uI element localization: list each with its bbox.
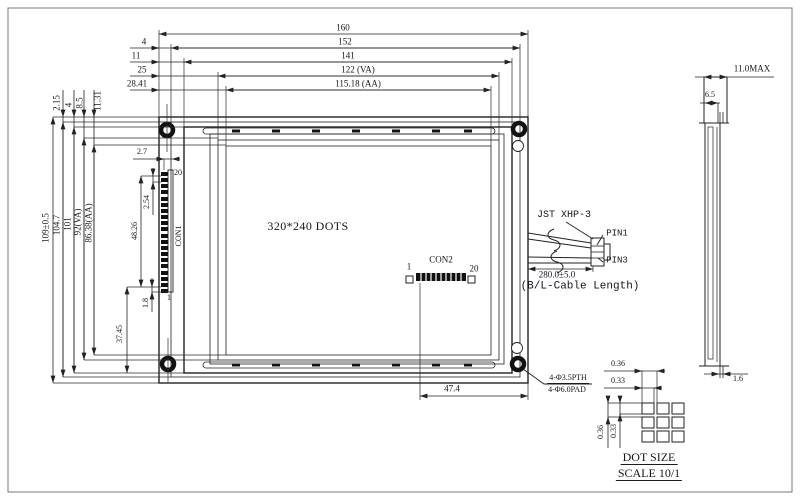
dim-width-aa: 115.18 (AA) bbox=[335, 78, 381, 89]
dim-width-152: 152 bbox=[338, 36, 352, 47]
dimension-lines bbox=[50, 31, 594, 399]
dim-width-va: 122 (VA) bbox=[341, 64, 375, 75]
viewing-area-outline bbox=[217, 139, 500, 361]
active-area-outline bbox=[225, 145, 492, 356]
dim-offset-25: 25 bbox=[137, 64, 147, 75]
side-body bbox=[704, 122, 721, 367]
dim-con1-top-gap: 2.7 bbox=[137, 147, 147, 156]
side-view bbox=[695, 74, 774, 378]
dim-offset-11: 11 bbox=[131, 50, 141, 61]
cable-length-note: (B/L-Cable Length) bbox=[520, 280, 640, 293]
con2-pin20-pad bbox=[467, 275, 476, 284]
dim-height-total: 109±0.5 bbox=[40, 213, 51, 243]
bezel-slot-tabs bbox=[232, 129, 472, 367]
pcb-outline bbox=[158, 116, 529, 384]
dim-con2-to-edge: 47.4 bbox=[444, 383, 460, 394]
con2-pin20-label: 20 bbox=[469, 263, 479, 274]
pad-hole-top-right bbox=[512, 140, 524, 152]
dim-voffset-11-31: 11.31 bbox=[92, 91, 103, 111]
dim-offset-28-41: 28.41 bbox=[126, 78, 148, 89]
dim-height-101: 101 bbox=[62, 217, 73, 231]
con2-pin1-pad bbox=[405, 275, 414, 284]
display-resolution-label: 320*240 DOTS bbox=[267, 219, 349, 233]
dim-side-max-thickness: 11.0MAX bbox=[733, 63, 771, 74]
mounting-note-line2: 4-Φ6.0PAD bbox=[548, 385, 586, 394]
leader-lines bbox=[522, 221, 604, 385]
dim-cable-length: 280.0±5.0 bbox=[538, 269, 576, 280]
dim-width-total: 160 bbox=[336, 22, 350, 33]
con2-connector bbox=[405, 273, 476, 284]
dim-dot-h-pitch: 0.36 bbox=[611, 359, 625, 368]
bezel-bottom-slot bbox=[202, 361, 496, 369]
dim-dot-v-pitch: 0.36 bbox=[596, 425, 605, 439]
mounting-hole-bottom-right bbox=[509, 355, 527, 373]
con1-pin20-label: 20 bbox=[174, 168, 182, 177]
dim-voffset-2-15: 2.15 bbox=[51, 95, 62, 111]
dot-size-scale: SCALE 10/1 bbox=[615, 466, 683, 481]
dot-size-detail bbox=[604, 368, 685, 448]
con1-pin1-label: 1 bbox=[167, 293, 171, 302]
dim-side-front-depth: 6.5 bbox=[705, 90, 715, 99]
backlight-cable bbox=[527, 228, 611, 274]
con1-label: CON1 bbox=[174, 225, 183, 247]
extension-lines bbox=[53, 30, 594, 400]
dim-offset-4: 4 bbox=[141, 36, 147, 47]
dim-width-141: 141 bbox=[341, 50, 355, 61]
dim-dot-h-width: 0.33 bbox=[611, 376, 625, 385]
jst-connector-label: JST XHP-3 bbox=[536, 210, 592, 221]
pin3-label: PIN3 bbox=[606, 255, 628, 266]
dim-voffset-4: 4 bbox=[63, 102, 74, 108]
cable-break-symbol bbox=[550, 250, 564, 274]
dim-con1-offset-bottom: 37.45 bbox=[115, 325, 124, 343]
side-bezel-block bbox=[703, 76, 728, 124]
mounting-holes bbox=[158, 120, 528, 373]
pad-hole-bottom-right bbox=[511, 342, 523, 354]
dot-size-title: DOT SIZE bbox=[620, 450, 678, 465]
cable-break-symbol bbox=[547, 228, 561, 252]
con2-pin1-label: 1 bbox=[406, 261, 412, 272]
page-border bbox=[7, 7, 793, 493]
con1-connector bbox=[161, 169, 174, 293]
dim-con1-pitch: 2.54 bbox=[142, 195, 151, 209]
dim-height-va: 92(VA) bbox=[72, 208, 83, 236]
front-view-outline bbox=[158, 116, 529, 384]
pin1-label: PIN1 bbox=[606, 228, 628, 239]
dim-con1-bottom-gap: 1.8 bbox=[141, 298, 150, 308]
bezel-top-slot bbox=[202, 127, 496, 135]
mounting-hole-top-right bbox=[510, 120, 528, 138]
dim-side-pcb-thickness: 1.6 bbox=[733, 374, 743, 383]
con2-label: CON2 bbox=[429, 254, 453, 265]
dim-voffset-8-5: 8.5 bbox=[74, 97, 85, 109]
dim-height-aa: 86.38(AA) bbox=[83, 203, 94, 243]
dim-height-104-7: 104.7 bbox=[51, 214, 62, 236]
mounting-note-line1: 4-Φ3.5PTH bbox=[547, 373, 589, 384]
bezel-outline bbox=[183, 126, 513, 374]
dot-grid bbox=[641, 402, 685, 443]
dim-con1-span: 48.26 bbox=[130, 222, 139, 240]
dim-dot-v-height: 0.33 bbox=[609, 424, 618, 438]
